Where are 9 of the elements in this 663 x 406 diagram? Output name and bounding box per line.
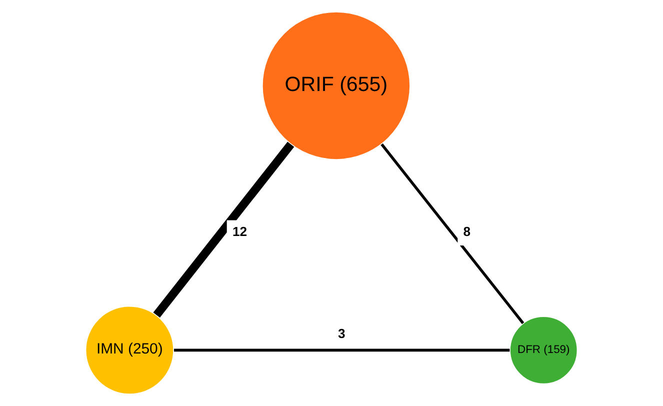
edge-label: 3 xyxy=(338,326,346,341)
edge-label: 8 xyxy=(463,224,471,239)
node-circle: DFR (159) xyxy=(510,316,578,384)
connector xyxy=(174,348,510,352)
connector xyxy=(153,142,294,318)
edge-label: 12 xyxy=(232,224,247,239)
node-circle: IMN (250) xyxy=(85,306,174,395)
node-circle: ORIF (655) xyxy=(262,11,410,160)
connector xyxy=(380,143,524,324)
